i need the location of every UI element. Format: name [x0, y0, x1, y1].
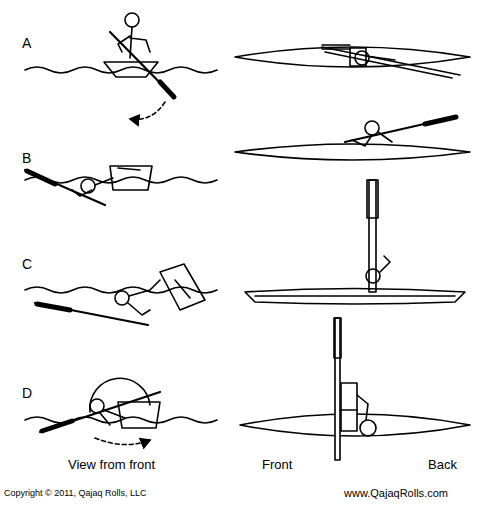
step-c-side-view — [245, 180, 465, 304]
end-label: Back — [428, 458, 457, 472]
step-c-front-view — [25, 264, 217, 325]
step-b-front-view — [25, 166, 217, 205]
view-caption: View from front — [68, 458, 155, 472]
step-b-side-view — [235, 117, 470, 160]
website-url: www.QajaqRolls.com — [344, 487, 448, 499]
copyright-note: Copyright © 2011, Qajaq Rolls, LLC — [4, 489, 147, 499]
step-d-top-view — [240, 318, 470, 460]
step-a-top-view — [235, 45, 470, 78]
end-label: Front — [262, 458, 292, 472]
step-letter: A — [22, 36, 31, 51]
step-d-front-view — [25, 378, 217, 444]
step-a-front-view — [25, 13, 217, 119]
step-letter: B — [22, 151, 31, 166]
step-letter: D — [22, 386, 32, 401]
step-letter: C — [22, 257, 32, 272]
